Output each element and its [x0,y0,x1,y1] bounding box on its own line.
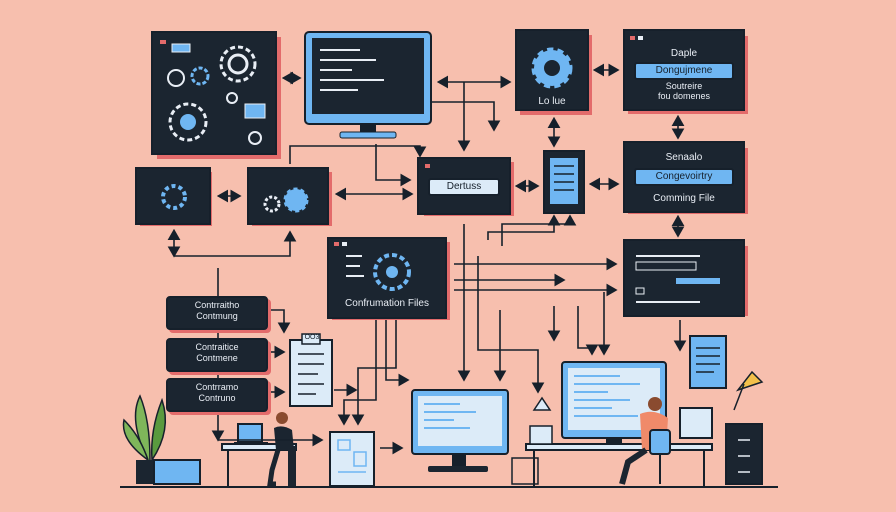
mid-right-title: Senaalo [665,152,703,163]
gear-icon [180,114,196,130]
doc-tag: OO3 [304,334,320,341]
side-label-3: Contrramo Contruno [166,378,268,412]
gear-tile-top [515,29,592,115]
person-left [267,412,296,487]
printer [679,407,713,439]
mid-right-caption: Comming File [653,193,715,204]
lamp-icon [733,370,764,411]
laptop [234,423,268,445]
gear-icon [248,131,262,145]
crate [511,457,539,485]
gear-icon [190,66,210,86]
gear-icon [226,92,238,104]
connector-arrows [167,63,687,455]
config-caption: Confrumation Files [345,298,429,309]
side-label-line1: Contraitice [195,342,239,352]
warning-icon [532,396,552,411]
gear-icon [263,195,281,213]
chair [649,429,671,455]
cabinet-left [153,459,201,485]
mid-right-pill: Congevoirtry [634,168,734,186]
gear-icon [168,102,208,142]
side-label-line2: Contmene [196,353,238,363]
gear-icon [161,184,187,210]
top-right-sub1: Soutreire [665,81,703,91]
gear-panel-small-left [135,167,212,226]
gear-panel-small-right [247,167,332,226]
monitor-top [304,31,432,139]
desk-left [221,443,297,486]
side-label-line2: Contruno [198,393,236,403]
person-right [619,397,671,485]
top-right-sub2: fou domenes [657,91,711,101]
gear-icon [219,45,257,83]
side-label-line1: Contrramo [195,382,239,392]
document-tile [543,150,585,214]
clipboard-document [289,333,333,407]
side-label-line2: Contmung [196,311,238,321]
gear-panel-top-left [151,31,281,159]
top-gear-caption: Lo lue [538,96,566,107]
top-right-pill: Dongujmene [634,62,734,80]
monitor-bottom-center [411,389,509,472]
gear-icon [167,69,185,87]
blueprint-document [329,431,375,487]
wall-document [689,335,727,389]
list-panel-right [623,239,748,317]
desk-right [525,443,713,486]
desk-box [529,425,553,445]
top-right-title: Daple [670,48,698,59]
side-label-2: Contraitice Contmene [166,338,268,372]
config-panel [327,237,450,320]
file-cabinet [725,423,763,485]
center-pill: Dertuss [428,178,500,196]
side-label-1: Contrraitho Contmung [166,296,268,330]
gear-icon [283,187,309,213]
side-label-line1: Contrraitho [194,300,240,310]
